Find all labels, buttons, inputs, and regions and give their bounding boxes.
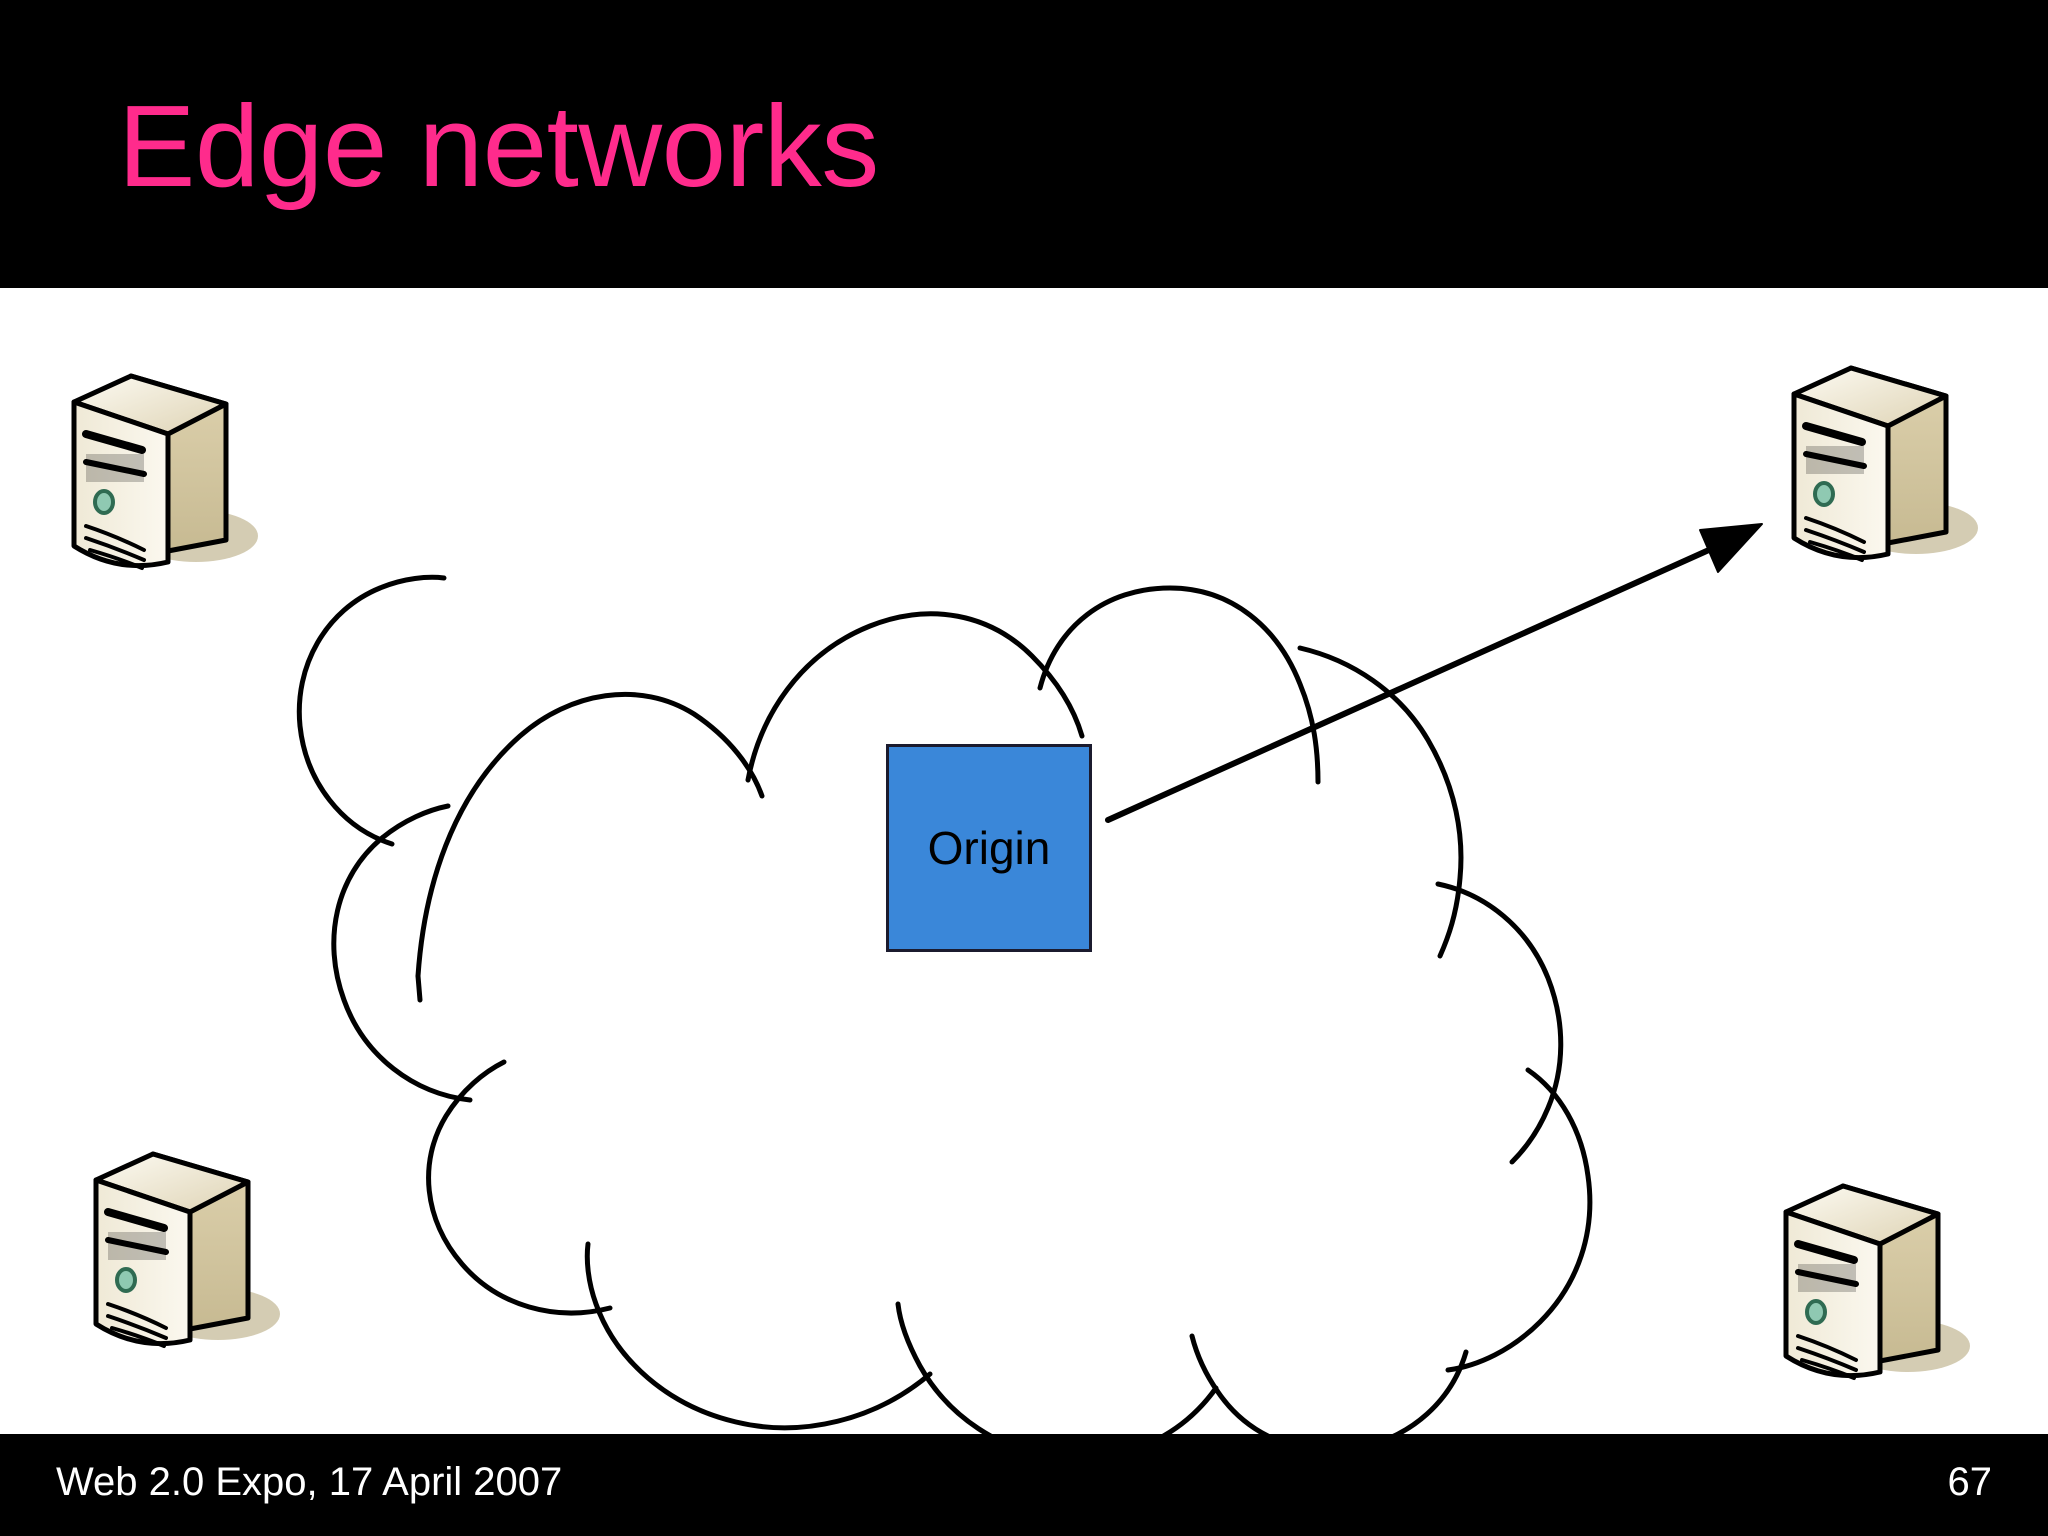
server-vent-line-1 <box>1804 516 1866 544</box>
edge-server-bottom-left[interactable] <box>78 1128 298 1363</box>
network-cloud <box>296 574 1593 1434</box>
power-led <box>1805 1299 1827 1325</box>
footer-text: Web 2.0 Expo, 17 April 2007 <box>56 1460 563 1504</box>
server-vent-line-3 <box>1800 1358 1856 1380</box>
server-icon <box>93 1151 280 1348</box>
server-front-face <box>1791 391 1891 561</box>
server-drive-slot-2 <box>83 459 147 477</box>
power-led <box>93 489 115 515</box>
power-led <box>1813 481 1835 507</box>
slide-content-area: Origin <box>0 288 2048 1434</box>
edge-server-top-right[interactable] <box>1776 342 1996 577</box>
server-front-face <box>93 1177 193 1347</box>
server-vent-line-3 <box>110 1326 166 1348</box>
server-front-face <box>71 399 171 569</box>
server-icon <box>71 373 258 570</box>
server-vent-line-1 <box>84 524 146 552</box>
origin-to-edge-arrow <box>1105 523 1763 823</box>
server-vent-line-2 <box>106 1314 168 1340</box>
origin-label: Origin <box>927 822 1051 874</box>
server-vent-line-3 <box>1808 540 1864 562</box>
server-icon <box>1791 365 1978 562</box>
server-vent-line-2 <box>1804 528 1866 554</box>
server-drive-slot <box>104 1208 168 1232</box>
server-drive-slot <box>1794 1240 1858 1264</box>
server-vent-line-1 <box>1796 1334 1858 1362</box>
server-drive-slot-2 <box>1803 451 1867 469</box>
origin-server-box[interactable]: Origin <box>886 744 1092 952</box>
edge-server-bottom-right[interactable] <box>1768 1160 1988 1395</box>
server-vent-line-2 <box>84 536 146 562</box>
server-icon <box>1783 1183 1970 1380</box>
server-drive-slot-2 <box>105 1237 169 1255</box>
server-front-face <box>1783 1209 1883 1379</box>
slide-title-bar: Edge networks <box>0 0 2048 288</box>
server-drive-slot-2 <box>1795 1269 1859 1287</box>
page-title: Edge networks <box>118 81 879 211</box>
edge-server-top-left[interactable] <box>56 350 276 585</box>
power-led <box>115 1267 137 1293</box>
server-vent-line-2 <box>1796 1346 1858 1372</box>
server-vent-line-1 <box>106 1302 168 1330</box>
server-drive-slot <box>1802 422 1866 446</box>
server-drive-slot <box>82 430 146 454</box>
slide-footer-bar: Web 2.0 Expo, 17 April 2007 67 <box>0 1434 2048 1536</box>
network-diagram <box>296 523 1763 1434</box>
server-vent-line-3 <box>88 548 144 570</box>
page-number: 67 <box>1947 1460 1993 1504</box>
